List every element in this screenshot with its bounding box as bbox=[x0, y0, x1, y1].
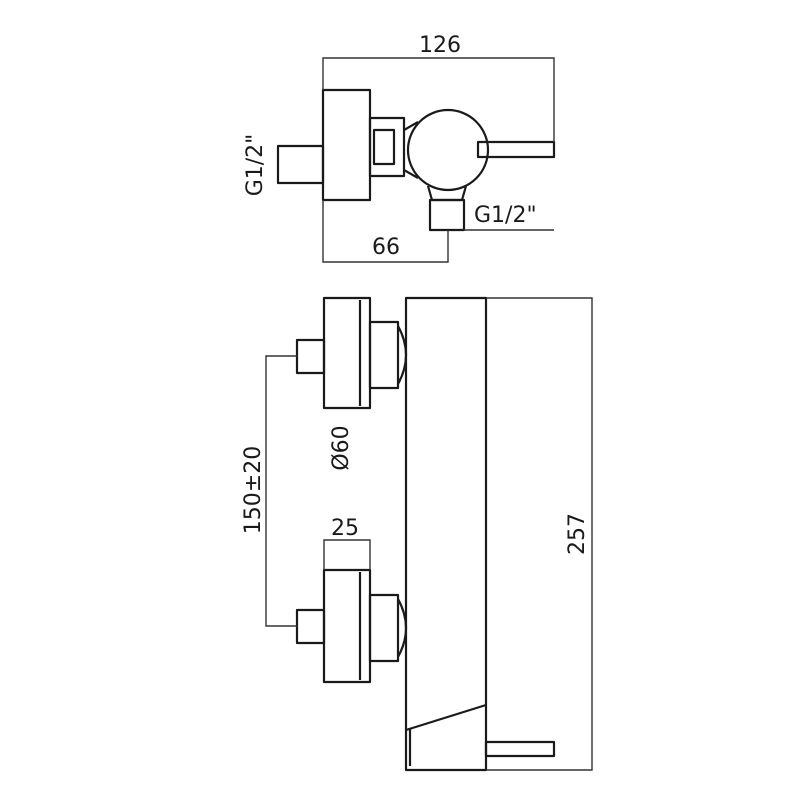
dimension-line-25 bbox=[323, 539, 371, 570]
outlet-thread-label: G1/2" bbox=[474, 203, 537, 228]
top-view-dimensions: 126 66 G1/2" G1/2" bbox=[243, 33, 555, 263]
lower-nut-dome bbox=[397, 598, 408, 658]
upper-nut-dome bbox=[397, 325, 408, 385]
body-bottom-cap-line bbox=[405, 703, 487, 732]
inlet-thread-label: G1/2" bbox=[243, 134, 268, 197]
dimension-line-257 bbox=[486, 297, 593, 771]
lever-handle-front bbox=[484, 740, 556, 758]
dimension-label-257: 257 bbox=[565, 513, 590, 555]
wall-flange-top bbox=[321, 88, 372, 202]
front-view-dimensions: 150±20 257 25 Ø60 bbox=[241, 297, 593, 771]
outlet-connector bbox=[428, 198, 466, 232]
eccentric-nut-top bbox=[368, 116, 406, 178]
dimension-label-25: 25 bbox=[331, 516, 359, 541]
dimension-label-diameter-60: Ø60 bbox=[329, 425, 354, 470]
lower-eccentric-nut bbox=[368, 593, 400, 663]
dimension-line-66 bbox=[322, 200, 449, 263]
upper-eccentric-nut bbox=[368, 320, 400, 390]
upper-wall-flange bbox=[322, 296, 372, 410]
inlet-connector bbox=[276, 144, 325, 185]
dimension-label-126: 126 bbox=[419, 33, 461, 58]
dimension-label-66: 66 bbox=[372, 235, 400, 260]
body-neck bbox=[403, 121, 419, 179]
dimension-label-150: 150±20 bbox=[241, 446, 266, 534]
mixer-body-circle bbox=[406, 108, 490, 192]
top-view bbox=[276, 88, 556, 232]
front-view bbox=[295, 296, 556, 772]
dimension-line-150 bbox=[265, 355, 297, 627]
lower-inlet-connector bbox=[295, 608, 326, 645]
lever-handle-top bbox=[476, 140, 556, 159]
lower-wall-flange bbox=[322, 568, 372, 684]
mixer-body bbox=[404, 296, 488, 772]
dimension-line-126 bbox=[322, 57, 555, 142]
upper-inlet-connector bbox=[295, 338, 326, 375]
eccentric-inner-top bbox=[372, 128, 396, 166]
